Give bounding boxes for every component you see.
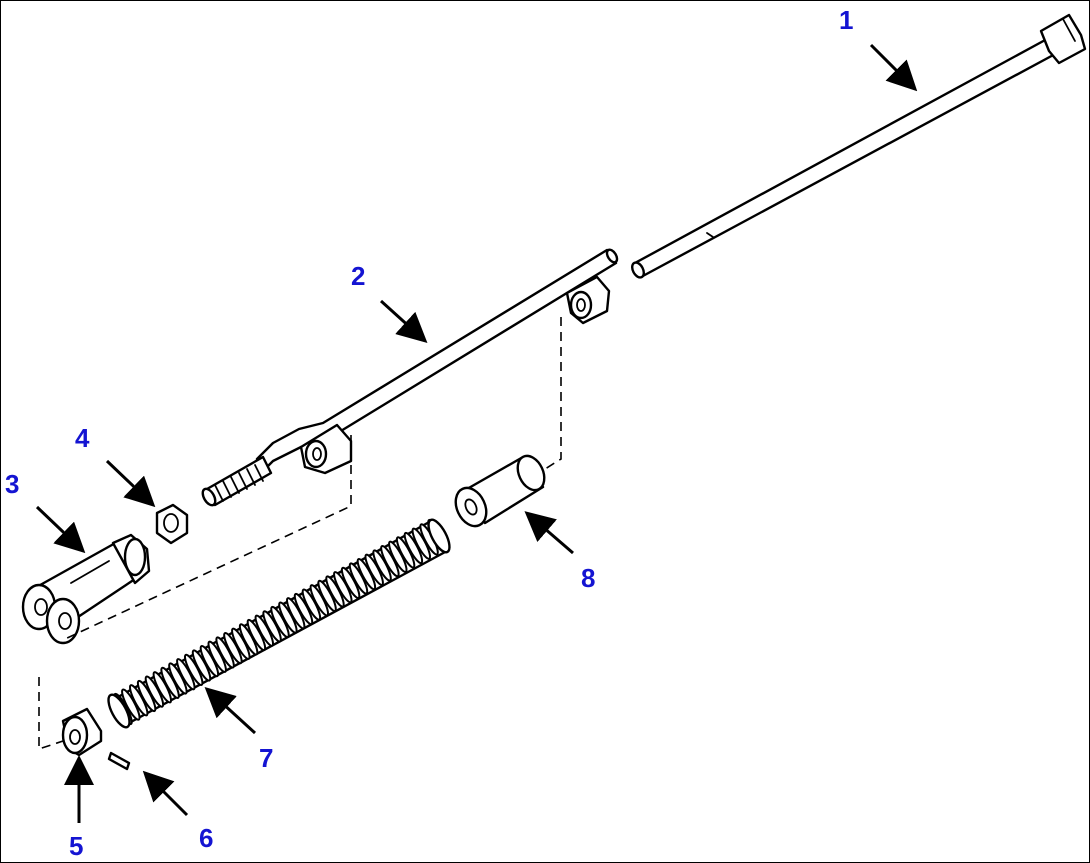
part-6-pin: [107, 751, 131, 771]
callout-1: 1: [839, 5, 853, 35]
spring-coil: [270, 605, 290, 639]
part-8-spacer: [454, 454, 546, 528]
leader-3: [35, 505, 86, 554]
spring-coil: [340, 566, 361, 600]
leader-8: [524, 511, 574, 555]
part-3-clevis: [21, 533, 151, 645]
spring-coil: [262, 610, 282, 643]
callout-8: 8: [581, 563, 595, 593]
leader-2: [379, 299, 428, 344]
callout-4: 4: [75, 423, 90, 453]
callout-7: 7: [259, 743, 273, 773]
callout-labels: 1 2 3 4 5 6 7 8: [5, 5, 853, 861]
leader-1: [869, 43, 918, 92]
part-1-rod: [631, 13, 1087, 279]
part-5-collar: [61, 707, 103, 757]
part-2-bent-rod: [201, 248, 619, 507]
part-7-spring: [107, 518, 451, 729]
assembly-lines: [38, 317, 562, 751]
callout-6: 6: [199, 823, 213, 853]
part-4-nut: [155, 503, 189, 545]
leader-6: [142, 770, 189, 817]
callout-5: 5: [69, 831, 83, 861]
leader-7: [204, 686, 257, 735]
callout-2: 2: [351, 261, 365, 291]
spring-coil: [293, 592, 314, 626]
leader-4: [105, 459, 156, 508]
spring-coil: [191, 649, 212, 682]
callout-3: 3: [5, 469, 19, 499]
spring-coil: [317, 579, 337, 613]
spring-coil: [348, 562, 369, 595]
leader-arrows: [35, 43, 918, 823]
